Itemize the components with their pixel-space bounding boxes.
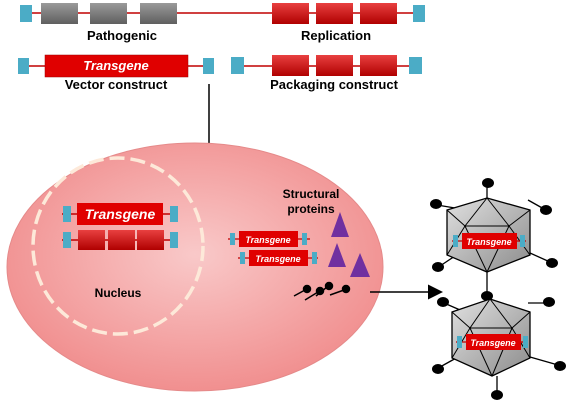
packaging-construct-label: Packaging construct	[270, 77, 399, 92]
virus-particle-2: Transgene	[432, 297, 566, 400]
replication-label: Replication	[301, 28, 371, 43]
structural-proteins-label-line1: Structural	[283, 187, 340, 201]
pathogenic-genome	[20, 3, 425, 24]
packaging-construct	[231, 55, 422, 76]
cytoplasm-transgene-1: Transgene	[228, 231, 310, 247]
structural-protein-1	[331, 212, 349, 237]
pathogenic-label: Pathogenic	[87, 28, 157, 43]
vector-transgene-label: Transgene	[83, 58, 149, 73]
virus-particle-1: Transgene	[430, 178, 558, 301]
vector-construct-label: Vector construct	[65, 77, 168, 92]
nucleus-label: Nucleus	[95, 286, 142, 300]
nucleus-packaging-construct	[62, 230, 178, 250]
structural-protein-2	[328, 243, 346, 267]
structural-proteins-label-line2: proteins	[287, 202, 335, 216]
cytoplasm-transgene-2: Transgene	[238, 250, 318, 266]
virus2-transgene-label: Transgene	[470, 338, 515, 348]
rep-proteins	[293, 281, 351, 301]
nucleus-vector-construct: Transgene	[62, 203, 178, 225]
vector-construct: Transgene	[18, 54, 214, 78]
cyto-transgene-label-1: Transgene	[245, 235, 290, 245]
nucleus-transgene-label: Transgene	[85, 206, 156, 222]
structural-protein-3	[350, 253, 370, 277]
cyto-transgene-label-2: Transgene	[255, 254, 300, 264]
nucleus	[31, 156, 205, 336]
virus1-transgene-label: Transgene	[466, 237, 511, 247]
